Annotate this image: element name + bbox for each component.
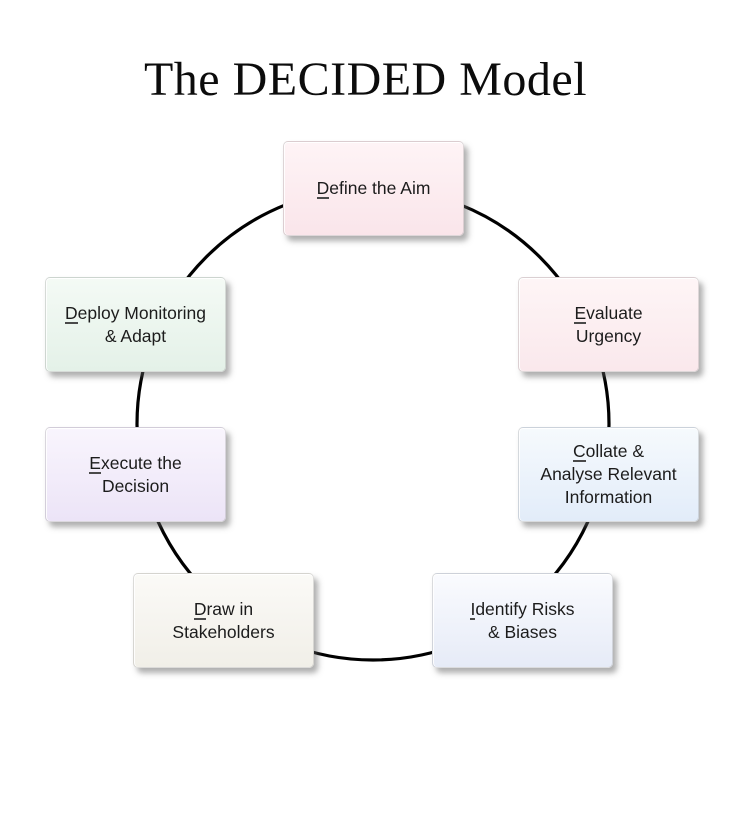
underlined-initial: I	[470, 598, 476, 620]
underlined-initial: E	[89, 452, 101, 474]
underlined-initial: E	[574, 302, 587, 324]
node-label: Collate & Analyse Relevant Information	[540, 441, 677, 507]
node-evaluate-urgency: Evaluate Urgency	[518, 277, 699, 372]
node-label: Identify Risks & Biases	[470, 598, 575, 642]
node-draw-in-stakeholders: Draw in Stakeholders	[133, 573, 314, 668]
node-collate-analyse-relevant-information: Collate & Analyse Relevant Information	[518, 427, 699, 522]
node-label: Deploy Monitoring & Adapt	[64, 302, 207, 346]
node-label: Draw in Stakeholders	[172, 598, 275, 642]
node-label: Evaluate Urgency	[574, 302, 643, 346]
node-label: Define the Aim	[316, 178, 431, 200]
node-label: Execute the Decision	[89, 452, 182, 496]
underlined-initial: D	[64, 302, 78, 324]
underlined-initial: C	[572, 441, 586, 463]
node-deploy-monitoring-adapt: Deploy Monitoring & Adapt	[45, 277, 226, 372]
node-execute-decision: Execute the Decision	[45, 427, 226, 522]
node-define-aim: Define the Aim	[283, 141, 464, 236]
node-identify-risks-biases: Identify Risks & Biases	[432, 573, 613, 668]
underlined-initial: D	[316, 178, 330, 200]
underlined-initial: D	[193, 598, 207, 620]
page-title: The DECIDED Model	[143, 53, 588, 106]
